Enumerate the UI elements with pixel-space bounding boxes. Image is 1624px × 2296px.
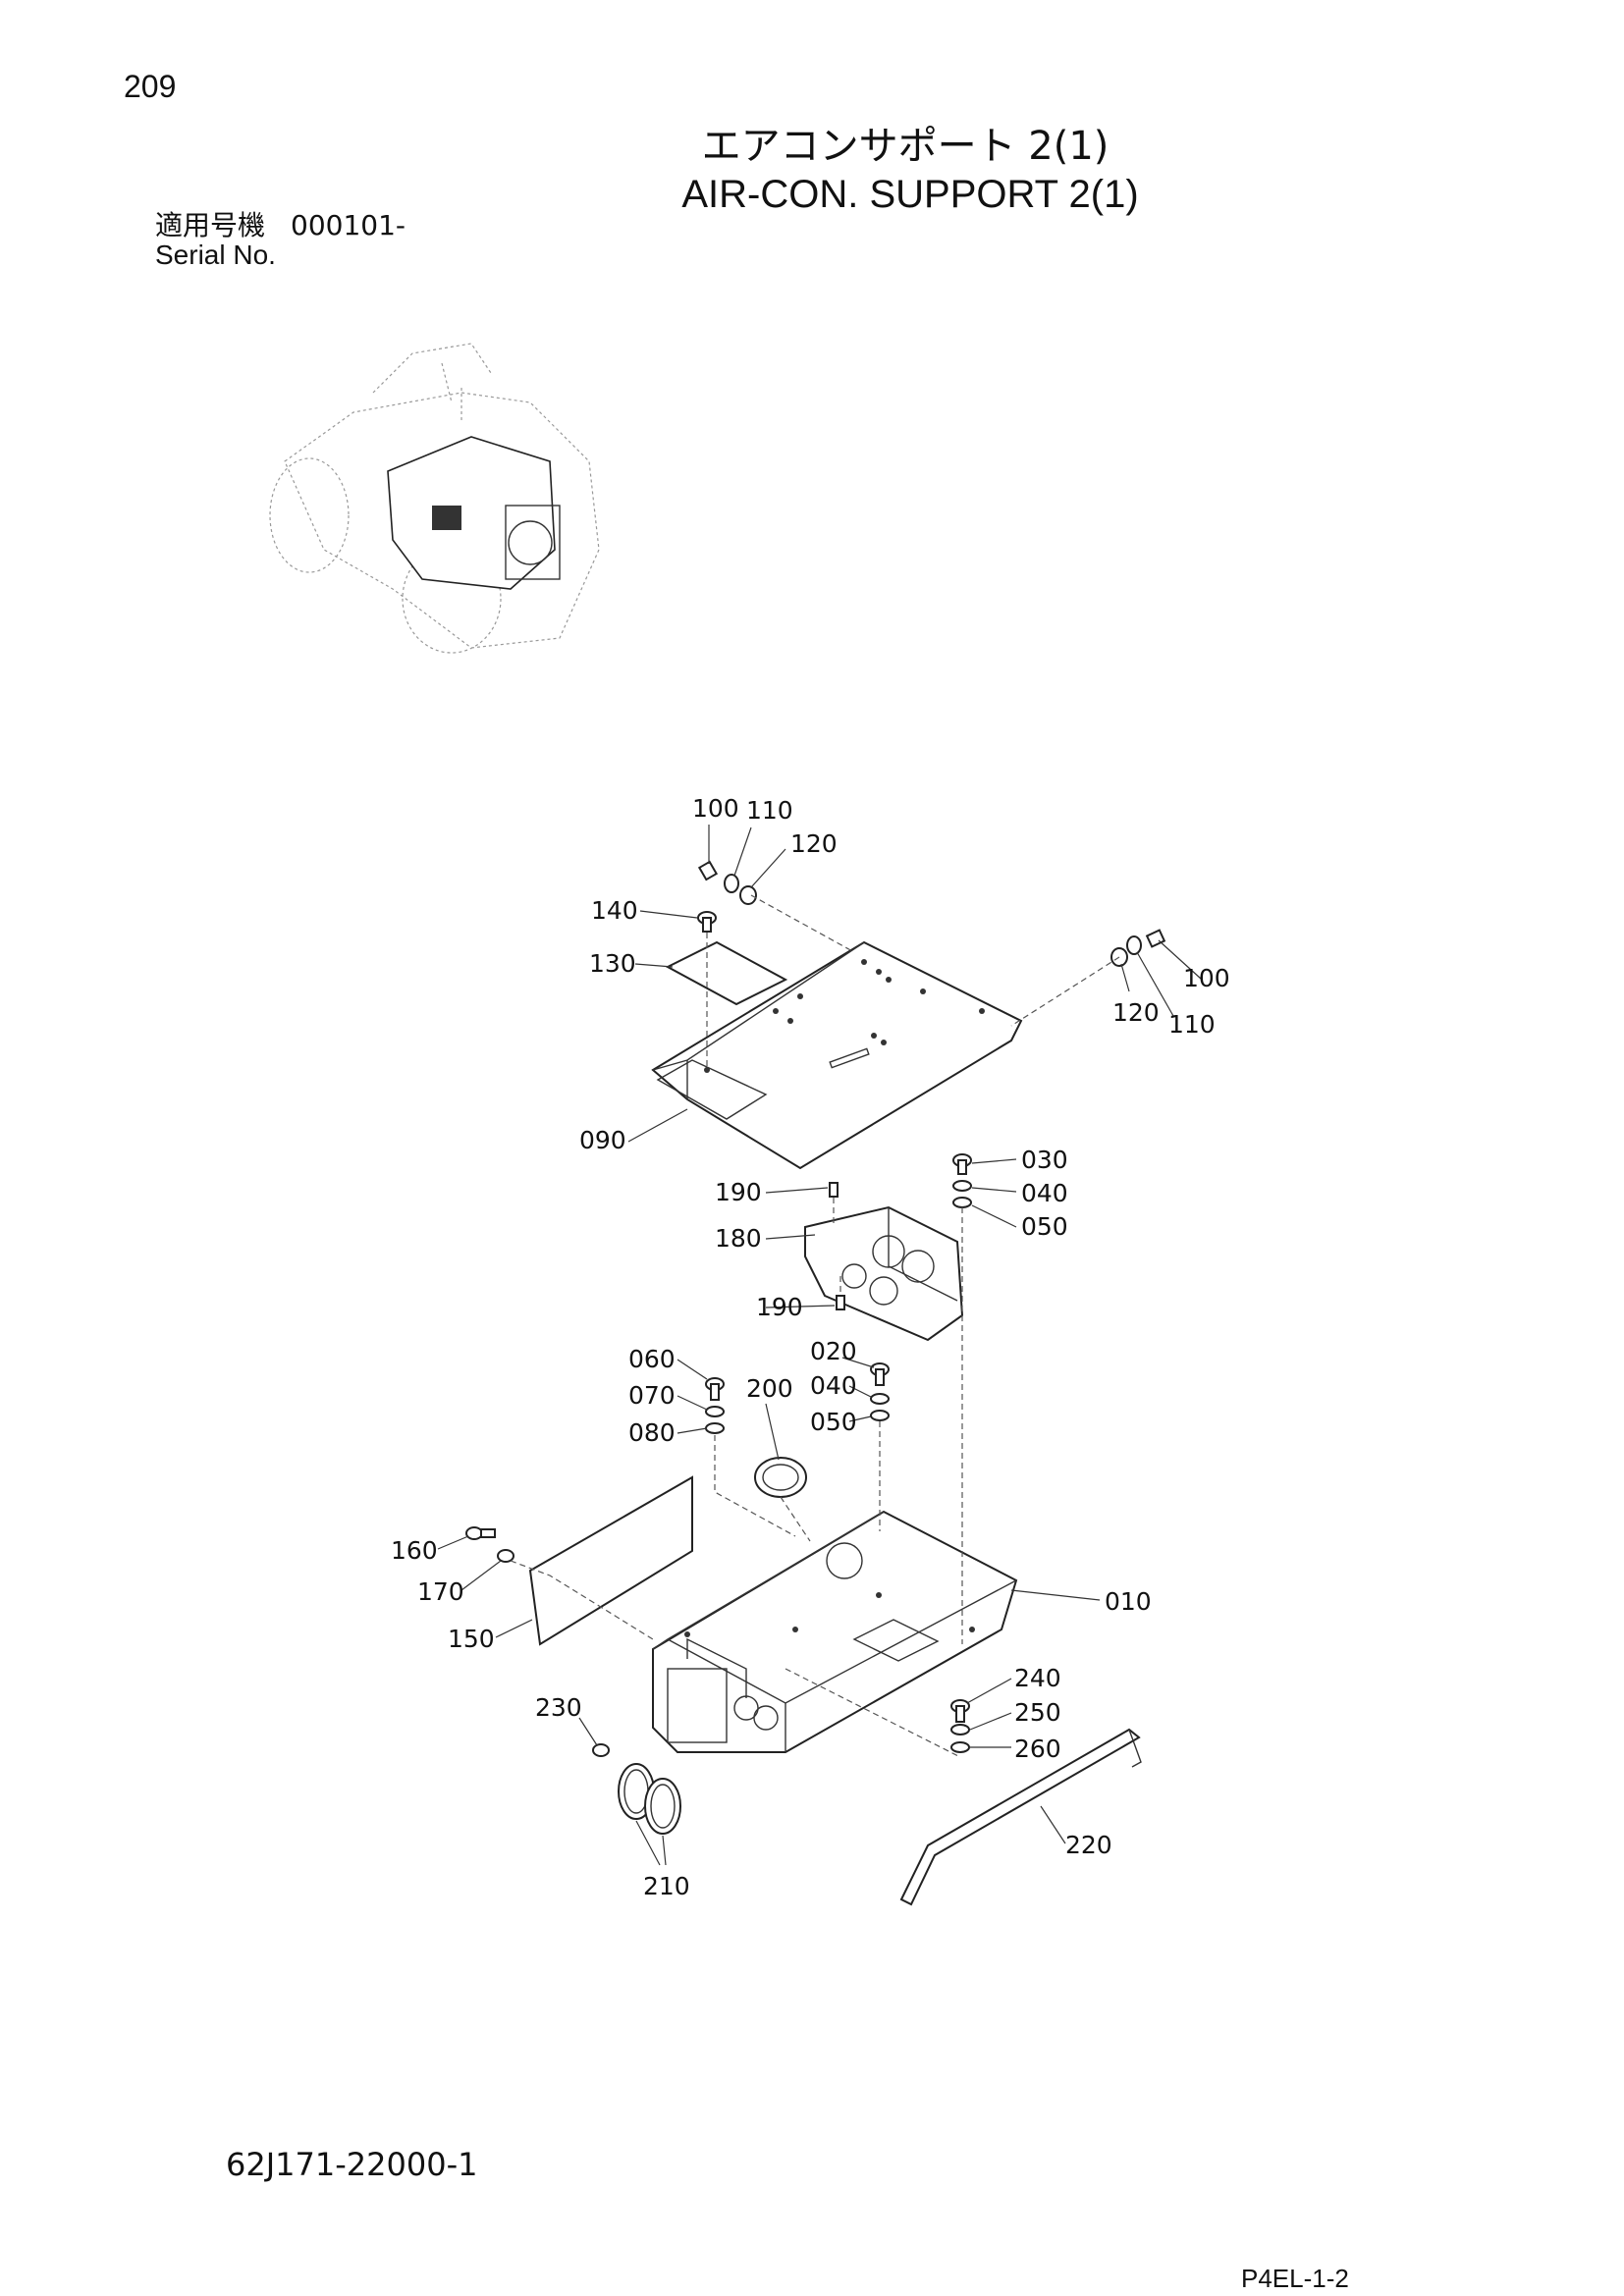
callout-120-right: 120 bbox=[1112, 998, 1160, 1027]
callout-080: 080 bbox=[628, 1418, 676, 1447]
callout-150: 150 bbox=[448, 1625, 495, 1653]
serial-row: 適用号機 000101- bbox=[155, 204, 431, 243]
bolt-set-030-040-050 bbox=[952, 1153, 972, 1208]
callout-060: 060 bbox=[628, 1345, 676, 1373]
part-150-panel bbox=[528, 1475, 693, 1646]
part-130-sheet bbox=[665, 940, 788, 1006]
document-number: 62J171-22000-1 bbox=[226, 2146, 478, 2183]
part-200-ring bbox=[754, 1457, 807, 1498]
assembly-lines bbox=[510, 894, 1120, 1758]
callout-100-right: 100 bbox=[1183, 964, 1230, 992]
callout-190-lower: 190 bbox=[756, 1293, 803, 1321]
callout-040-upper: 040 bbox=[1021, 1179, 1068, 1207]
bolt-set-240-250-260 bbox=[950, 1699, 970, 1753]
part-190-screw-top bbox=[829, 1182, 839, 1198]
callout-210: 210 bbox=[643, 1872, 690, 1900]
part-210-seals bbox=[618, 1763, 681, 1835]
callout-200: 200 bbox=[746, 1374, 793, 1403]
callout-220: 220 bbox=[1065, 1831, 1112, 1859]
callout-020: 020 bbox=[810, 1337, 857, 1365]
part-090-upper-plate bbox=[651, 940, 1023, 1170]
part-170-washer bbox=[497, 1549, 514, 1563]
page-title-japanese: エアコンサポート 2(1) bbox=[701, 124, 1110, 169]
leader-lines bbox=[437, 825, 1202, 1866]
callout-050-upper: 050 bbox=[1021, 1212, 1068, 1241]
page-number: 209 bbox=[124, 69, 177, 104]
callout-250: 250 bbox=[1014, 1698, 1061, 1727]
bolt-set-060-070-080 bbox=[705, 1377, 725, 1434]
serial-label-japanese: 適用号機 bbox=[155, 209, 266, 241]
callout-030: 030 bbox=[1021, 1146, 1068, 1174]
callout-090: 090 bbox=[579, 1126, 626, 1154]
serial-label-english: Serial No. bbox=[155, 240, 276, 270]
callout-130: 130 bbox=[589, 949, 636, 978]
callout-260: 260 bbox=[1014, 1735, 1061, 1763]
callout-100-left: 100 bbox=[692, 794, 739, 823]
part-220-trim-strip bbox=[899, 1728, 1142, 1906]
callout-110-left: 110 bbox=[746, 796, 793, 825]
part-230-nut bbox=[592, 1743, 610, 1757]
callout-180: 180 bbox=[715, 1224, 762, 1253]
part-180-bracket bbox=[804, 1205, 964, 1342]
page-code: P4EL-1-2 bbox=[1241, 2264, 1349, 2293]
page-title-english: AIR-CON. SUPPORT 2(1) bbox=[681, 173, 1139, 216]
vehicle-locator-thumbnail bbox=[269, 343, 600, 654]
bolt-set-100-110-120-right bbox=[1110, 929, 1166, 967]
callout-240: 240 bbox=[1014, 1664, 1061, 1692]
callout-070: 070 bbox=[628, 1381, 676, 1410]
callout-230: 230 bbox=[535, 1693, 582, 1722]
callout-labels: 100 110 120 140 130 100 120 110 090 030 … bbox=[391, 794, 1230, 1900]
callout-170: 170 bbox=[417, 1577, 464, 1606]
callout-140: 140 bbox=[591, 896, 638, 925]
callout-050-lower: 050 bbox=[810, 1408, 857, 1436]
bolt-set-020-040-050 bbox=[870, 1362, 890, 1421]
part-140-knob bbox=[697, 911, 717, 933]
serial-value: 000101- bbox=[291, 209, 406, 241]
callout-190-upper: 190 bbox=[715, 1178, 762, 1206]
bolt-set-100-110-120-left bbox=[697, 860, 757, 905]
callout-110-right: 110 bbox=[1168, 1010, 1216, 1039]
callout-040-lower: 040 bbox=[810, 1371, 857, 1400]
callout-120-left: 120 bbox=[790, 829, 838, 858]
part-190-screw-bottom bbox=[836, 1295, 845, 1310]
callout-160: 160 bbox=[391, 1536, 438, 1565]
part-010-main-box bbox=[652, 1510, 1018, 1753]
part-160-bolt bbox=[465, 1526, 496, 1540]
callout-010: 010 bbox=[1105, 1587, 1152, 1616]
